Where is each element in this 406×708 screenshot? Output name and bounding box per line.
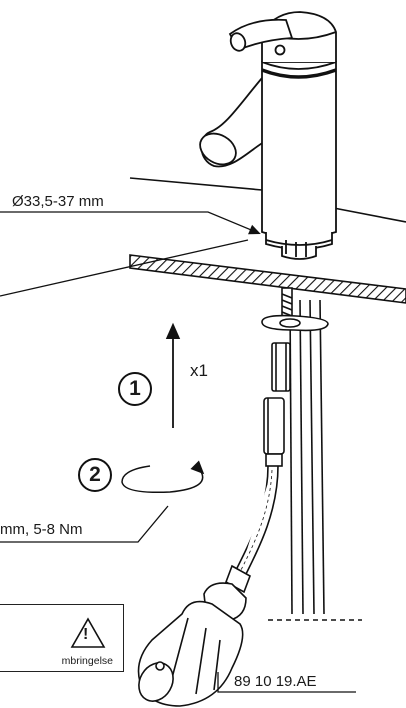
warning-triangle-icon xyxy=(70,617,106,648)
diameter-label: Ø33,5-37 mm xyxy=(12,193,104,210)
step-1-marker: 1 xyxy=(118,372,152,406)
step-2-marker: 2 xyxy=(78,458,112,492)
warning-text: mbringelse xyxy=(61,655,113,667)
torque-label: mm, 5-8 Nm xyxy=(0,521,83,538)
tool-screwdriver xyxy=(137,397,285,707)
mounting-kit xyxy=(261,287,329,392)
faucet-body xyxy=(199,11,337,260)
rotation-arrow xyxy=(121,460,205,494)
warning-symbol: ! xyxy=(83,626,89,643)
leader-lines xyxy=(0,211,356,693)
warning-box: ! mbringelse xyxy=(0,604,124,672)
countertop-section xyxy=(129,254,406,304)
count-label: x1 xyxy=(190,361,208,380)
part-number-label: 89 10 19.AE xyxy=(234,673,317,690)
